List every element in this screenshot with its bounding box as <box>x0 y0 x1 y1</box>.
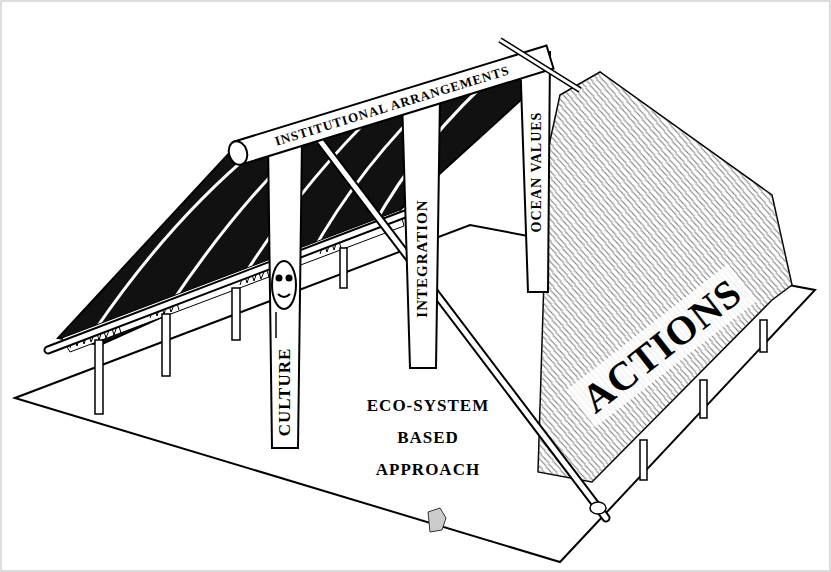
pillar-label: CULTURE <box>273 344 297 441</box>
beam-end <box>226 139 250 167</box>
node-text: CULTURE <box>275 348 295 437</box>
pillar-label: OCEAN VALUES <box>527 108 547 237</box>
node-text: OCEAN VALUES <box>529 112 545 233</box>
carving-line <box>275 312 277 338</box>
hut-part <box>340 248 347 288</box>
hut-part <box>95 340 103 414</box>
hut-part <box>640 440 647 480</box>
thatch-roof <box>538 72 792 482</box>
hut-part <box>760 320 767 352</box>
ridge-cross <box>500 40 580 90</box>
mask-mouth <box>278 294 290 297</box>
hut-part <box>700 380 707 418</box>
ridge-beam <box>235 46 554 165</box>
node-text: ECO-SYSTEM BASED APPROACH <box>357 390 499 487</box>
pillar-label: INTEGRATION <box>412 195 433 321</box>
hut-part <box>232 288 240 340</box>
thatch-texture <box>538 72 792 482</box>
eave-pole-outline <box>48 214 405 350</box>
hut-part <box>162 314 170 376</box>
brace-pole <box>318 138 606 518</box>
mask-eye <box>276 275 283 282</box>
mask-eye <box>286 275 293 282</box>
integration-pillar <box>402 96 440 368</box>
culture-pillar <box>268 140 302 448</box>
floor-stone <box>428 508 446 532</box>
carved-mask <box>272 261 296 309</box>
eave-pole <box>48 214 405 350</box>
floor-label: ECO-SYSTEM BASED APPROACH <box>353 388 503 489</box>
eave-posts <box>95 248 347 414</box>
brace-pole-outline <box>318 138 606 518</box>
ocean-values-pillar <box>520 52 550 292</box>
node-text: INTEGRATION <box>414 199 431 317</box>
pole-end <box>590 502 606 514</box>
ridge-cross-inner <box>500 40 580 90</box>
